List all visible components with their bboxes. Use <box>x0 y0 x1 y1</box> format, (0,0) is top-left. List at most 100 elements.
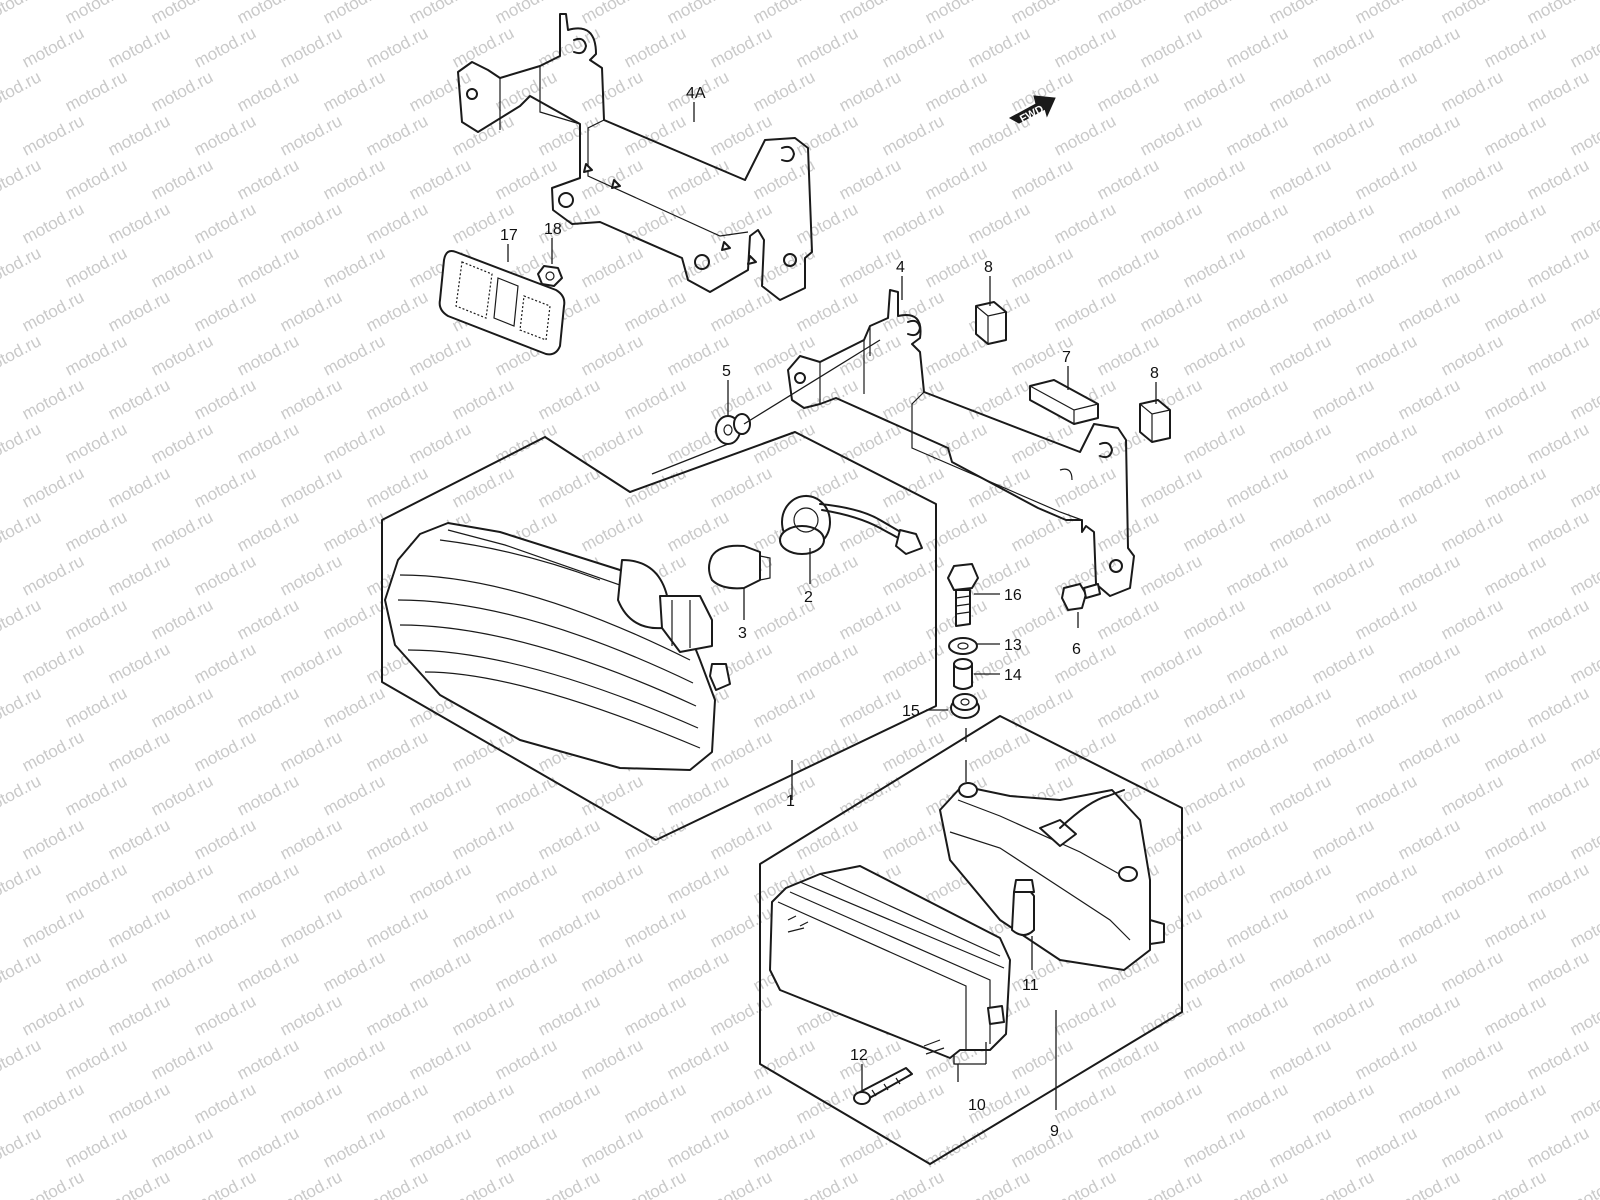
watermark-text: motod.ru <box>105 199 173 247</box>
watermark-text: motod.ru <box>320 859 388 907</box>
leader-lines <box>507 102 1157 1110</box>
watermark-text: motod.ru <box>62 947 130 995</box>
watermark-text: motod.ru <box>105 551 173 599</box>
watermark-text: motod.ru <box>1180 0 1248 28</box>
watermark-text: motod.ru <box>1352 683 1420 731</box>
watermark-text: motod.ru <box>1524 419 1592 467</box>
callout-12: 12 <box>850 1047 868 1064</box>
watermark-text: motod.ru <box>62 67 130 115</box>
callout-15: 15 <box>902 703 920 720</box>
watermark-text: motod.ru <box>1266 947 1334 995</box>
watermark-text: motod.ru <box>363 375 431 423</box>
watermark-text: motod.ru <box>1137 1167 1205 1200</box>
watermark-text: motod.ru <box>234 0 302 28</box>
watermark-text: motod.ru <box>0 771 44 819</box>
watermark-text: motod.ru <box>19 1167 87 1200</box>
watermark-text: motod.ru <box>1524 1123 1592 1171</box>
watermark-text: motod.ru <box>320 507 388 555</box>
watermark-text: motod.ru <box>1180 331 1248 379</box>
watermark-text: motod.ru <box>1137 111 1205 159</box>
washer-13 <box>948 637 978 655</box>
watermark-text: motod.ru <box>1352 859 1420 907</box>
watermark-text: motod.ru <box>234 771 302 819</box>
callout-11: 11 <box>1022 977 1039 994</box>
watermark-text: motod.ru <box>148 419 216 467</box>
watermark-text: motod.ru <box>320 67 388 115</box>
watermark-text: motod.ru <box>1481 551 1549 599</box>
watermark-text: motod.ru <box>836 0 904 28</box>
watermark-text: motod.ru <box>0 551 1 599</box>
watermark-text: motod.ru <box>1309 23 1377 71</box>
watermark-text: motod.ru <box>1180 947 1248 995</box>
watermark-text: motod.ru <box>62 1123 130 1171</box>
watermark-text: motod.ru <box>62 507 130 555</box>
watermark-text: motod.ru <box>234 595 302 643</box>
tail-lamp-1 <box>384 522 731 771</box>
watermark-text: motod.ru <box>320 419 388 467</box>
watermark-text: motod.ru <box>277 1167 345 1200</box>
watermark-text: motod.ru <box>922 419 990 467</box>
watermark-text: motod.ru <box>148 155 216 203</box>
watermark-text: motod.ru <box>1395 199 1463 247</box>
callout-2: 2 <box>804 589 813 606</box>
watermark-text: motod.ru <box>535 815 603 863</box>
watermark-text: motod.ru <box>1051 1167 1119 1200</box>
watermark-text: motod.ru <box>406 67 474 115</box>
watermark-text: motod.ru <box>1008 419 1076 467</box>
watermark-text: motod.ru <box>1266 331 1334 379</box>
watermark-text: motod.ru <box>1137 551 1205 599</box>
watermark-text: motod.ru <box>320 243 388 291</box>
watermark-text: motod.ru <box>449 991 517 1039</box>
watermark-text: motod.ru <box>1309 727 1377 775</box>
watermark-text: motod.ru <box>1438 243 1506 291</box>
watermark-text: motod.ru <box>750 0 818 28</box>
watermark-text: motod.ru <box>191 1167 259 1200</box>
watermark-text: motod.ru <box>1094 243 1162 291</box>
watermark-text: motod.ru <box>879 199 947 247</box>
watermark-text: motod.ru <box>449 815 517 863</box>
watermark-text: motod.ru <box>1395 727 1463 775</box>
watermark-text: motod.ru <box>1137 815 1205 863</box>
watermark-text: motod.ru <box>105 903 173 951</box>
watermark-text: motod.ru <box>0 991 1 1039</box>
watermark-text: motod.ru <box>1008 0 1076 28</box>
watermark-text: motod.ru <box>234 67 302 115</box>
watermark-text: motod.ru <box>1094 595 1162 643</box>
watermark-text: motod.ru <box>234 1035 302 1083</box>
watermark-text: motod.ru <box>707 903 775 951</box>
watermark-text: motod.ru <box>664 1035 732 1083</box>
watermark-text: motod.ru <box>1352 771 1420 819</box>
watermark-text: motod.ru <box>1481 111 1549 159</box>
watermark-text: motod.ru <box>1051 23 1119 71</box>
watermark-text: motod.ru <box>0 155 44 203</box>
watermark-text: motod.ru <box>320 0 388 28</box>
watermark-text: motod.ru <box>1438 771 1506 819</box>
watermark-text: motod.ru <box>406 0 474 28</box>
watermark-text: motod.ru <box>965 375 1033 423</box>
watermark-text: motod.ru <box>1223 111 1291 159</box>
watermark-text: motod.ru <box>1223 727 1291 775</box>
watermark-text: motod.ru <box>1309 375 1377 423</box>
watermark-text: motod.ru <box>1481 1079 1549 1127</box>
watermark-text: motod.ru <box>363 991 431 1039</box>
watermark-text: motod.ru <box>105 287 173 335</box>
watermark-text: motod.ru <box>535 903 603 951</box>
watermark-text: motod.ru <box>277 991 345 1039</box>
watermark-text: motod.ru <box>1438 1123 1506 1171</box>
watermark-text: motod.ru <box>1309 991 1377 1039</box>
watermark-text: motod.ru <box>836 67 904 115</box>
watermark-text: motod.ru <box>707 463 775 511</box>
watermark-text: motod.ru <box>1567 551 1600 599</box>
watermark-text: motod.ru <box>922 243 990 291</box>
watermark-text: motod.ru <box>492 419 560 467</box>
watermark-text: motod.ru <box>750 419 818 467</box>
watermark-text: motod.ru <box>1395 1167 1463 1200</box>
watermark-text: motod.ru <box>191 375 259 423</box>
watermark-text: motod.ru <box>0 111 1 159</box>
watermark-text: motod.ru <box>879 727 947 775</box>
watermark-text: motod.ru <box>1567 23 1600 71</box>
watermark-text: motod.ru <box>1309 815 1377 863</box>
watermark-text: motod.ru <box>1395 111 1463 159</box>
watermark-text: motod.ru <box>1266 1035 1334 1083</box>
